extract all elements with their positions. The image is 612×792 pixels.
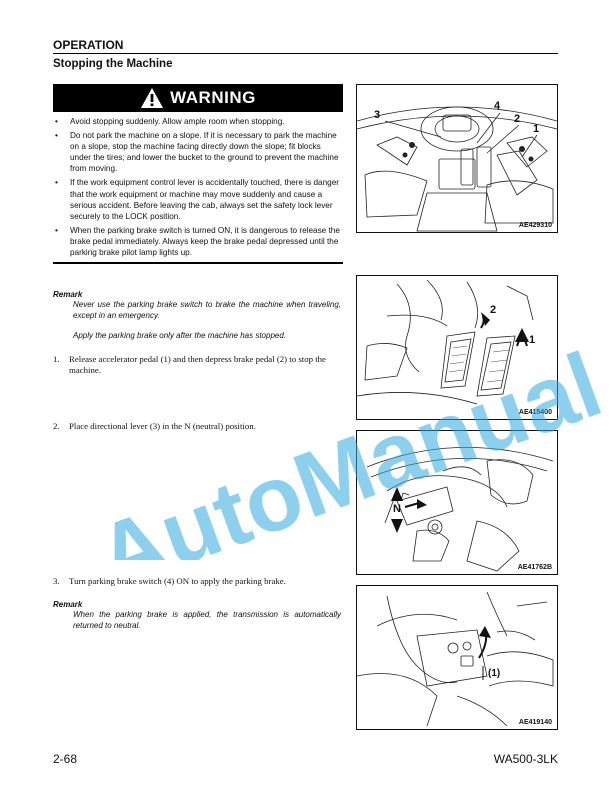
figure-code: AE41762B (517, 564, 552, 571)
pedal-illustration (357, 279, 534, 405)
figure-parking-brake-switch: (1) AE419140 (356, 585, 558, 730)
callout-label: 1 (529, 334, 536, 346)
warning-list: Avoid stopping suddenly. Allow ample roo… (53, 116, 343, 261)
warning-item: When the parking brake switch is turned … (53, 225, 343, 258)
callout-label: N (393, 503, 401, 515)
warning-item: Do not park the machine on a slope. If i… (53, 130, 343, 174)
remark-text: Apply the parking brake only after the m… (73, 331, 287, 340)
model-number: WA500-3LK (493, 752, 558, 766)
remark-text: Never use the parking brake switch to br… (73, 300, 341, 320)
section-heading: OPERATION (53, 38, 124, 52)
callout-label: 2 (490, 304, 497, 316)
callout-label: 3 (374, 109, 381, 121)
page-number: 2-68 (53, 752, 78, 766)
figure-code: AE429310 (518, 222, 552, 229)
page-title: Stopping the Machine (53, 58, 173, 70)
warning-label: WARNING (170, 88, 256, 107)
callout-label: 1 (533, 123, 540, 135)
callout-label: 4 (494, 100, 501, 112)
callout-label: (1) (488, 668, 501, 679)
figure-cab-overview: 3 4 2 1 AE429310 (356, 84, 558, 233)
step-number: 3. (53, 576, 60, 586)
step-text: Release accelerator pedal (1) and then d… (69, 354, 326, 375)
warning-triangle-icon (141, 88, 164, 108)
step-number: 2. (53, 421, 60, 431)
lever-illustration (366, 447, 554, 572)
warning-item: If the work equipment control lever is a… (53, 177, 343, 221)
figure-code: AE419140 (518, 719, 552, 726)
switch-illustration (357, 591, 554, 727)
warning-banner: WARNING (53, 84, 343, 112)
remark-text: When the parking brake is applied, the t… (73, 610, 341, 630)
figure-code: AE415400 (518, 409, 552, 416)
remark-heading: Remark (53, 600, 83, 609)
callout-label: 2 (514, 113, 521, 125)
step-item: 2. Place directional lever (3) in the N … (53, 421, 343, 434)
step-number: 1. (53, 354, 60, 364)
warning-item: Avoid stopping suddenly. Allow ample roo… (53, 116, 343, 127)
cab-illustration (357, 106, 557, 232)
step-item: 1. Release accelerator pedal (1) and the… (53, 354, 343, 378)
warning-rule (53, 262, 343, 264)
figure-directional-lever: N AE41762B (356, 430, 558, 575)
figure-pedals: 2 1 AE415400 (356, 275, 558, 420)
step-text: Place directional lever (3) in the N (ne… (69, 421, 256, 431)
step-text: Turn parking brake switch (4) ON to appl… (69, 576, 286, 586)
header-rule (53, 53, 558, 54)
step-item: 3. Turn parking brake switch (4) ON to a… (53, 576, 343, 589)
remark-heading: Remark (53, 290, 83, 299)
